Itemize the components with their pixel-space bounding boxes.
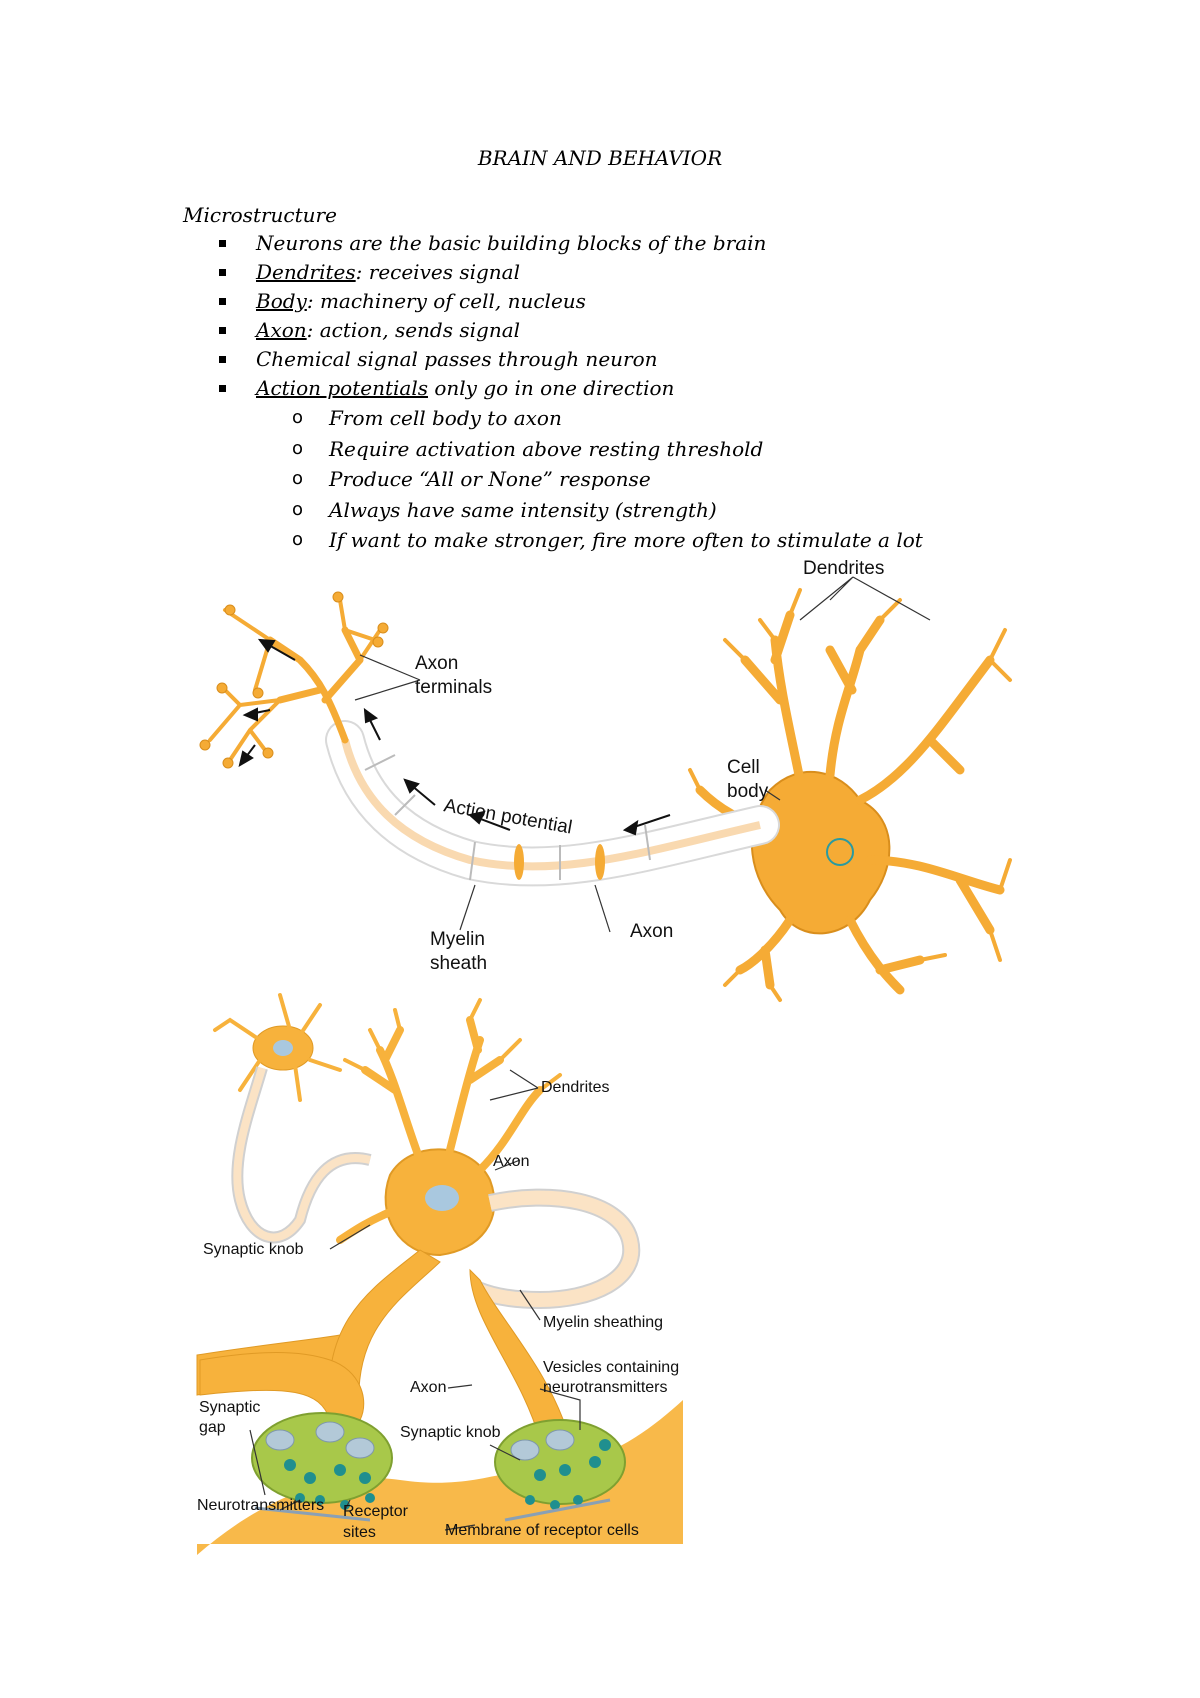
bullet-underlined-term: Body: [256, 289, 307, 313]
label-receptor-sites-line2: sites: [343, 1524, 376, 1541]
label-axon: Axon: [630, 921, 673, 942]
bullet-underlined-term: Axon: [256, 318, 307, 342]
bullet-marker: [219, 240, 226, 247]
bullet-text: only go in one direction: [427, 376, 675, 400]
label-myelin-sheathing: Myelin sheathing: [543, 1314, 663, 1331]
sub-bullet-marker: o: [292, 407, 304, 428]
label-myelin-sheath-line2: sheath: [430, 953, 487, 974]
label-myelin-sheath-line1: Myelin: [430, 929, 485, 950]
sub-bullet-marker: o: [292, 437, 304, 459]
label-axon: Axon: [410, 1379, 446, 1396]
sub-bullet-text: Require activation above resting thresho…: [329, 436, 764, 461]
bullet-marker: [219, 356, 226, 363]
sub-bullet-text: Produce “All or None” response: [329, 467, 651, 491]
neuron-illustration: [199, 576, 1012, 1002]
synapse-illustration: [196, 993, 683, 1555]
sub-bullet-marker: o: [292, 529, 304, 550]
sub-bullet-text: If want to make stronger, fire more ofte…: [329, 528, 923, 552]
label-cell-body-line1: Cell: [727, 757, 760, 778]
label-receptor-sites-line1: Receptor: [343, 1503, 409, 1520]
label-axon-terminals-line1: Axon: [415, 653, 458, 674]
label-cell-body-line2: body: [727, 781, 769, 802]
document-title: BRAIN AND BEHAVIOR: [477, 146, 723, 170]
bullet-marker: [219, 269, 226, 276]
label-axon: Axon: [493, 1153, 529, 1170]
bullet-text: : receives signal: [355, 260, 521, 284]
label-vesicles-line1: Vesicles containing: [543, 1359, 679, 1376]
section-heading: Microstructure: [183, 203, 337, 227]
label-dendrites: Dendrites: [541, 1079, 609, 1096]
label-synaptic-knob: Synaptic knob: [203, 1241, 304, 1258]
bullet-text: Chemical signal passes through neuron: [256, 347, 658, 371]
label-axon-terminals-line2: terminals: [415, 677, 492, 698]
bullet-marker: [219, 298, 226, 305]
label-action-potential: Action potential: [442, 795, 574, 838]
bullet-underlined-term: Action potentials: [256, 376, 428, 400]
bullet-text: : action, sends signal: [306, 318, 521, 342]
label-neurotransmitters: Neurotransmitters: [197, 1497, 324, 1514]
sub-bullet-marker: o: [292, 468, 304, 489]
label-dendrites: Dendrites: [803, 558, 884, 579]
label-synaptic-knob: Synaptic knob: [400, 1424, 501, 1441]
label-membrane: Membrane of receptor cells: [445, 1522, 639, 1539]
label-synaptic-gap-line2: gap: [199, 1419, 226, 1436]
bullet-marker: [219, 327, 226, 334]
bullet-text: Neurons are the basic building blocks of…: [256, 231, 767, 255]
sub-bullet-marker: o: [292, 498, 304, 520]
label-vesicles-line2: neurotransmitters: [543, 1379, 668, 1396]
sub-bullet-text: From cell body to axon: [329, 406, 562, 430]
bullet-marker: [219, 385, 226, 392]
bullet-text: : machinery of cell, nucleus: [306, 289, 586, 313]
sub-bullet-text: Always have same intensity (strength): [329, 497, 717, 522]
bullet-underlined-term: Dendrites: [256, 260, 356, 284]
label-synaptic-gap-line1: Synaptic: [199, 1399, 260, 1416]
